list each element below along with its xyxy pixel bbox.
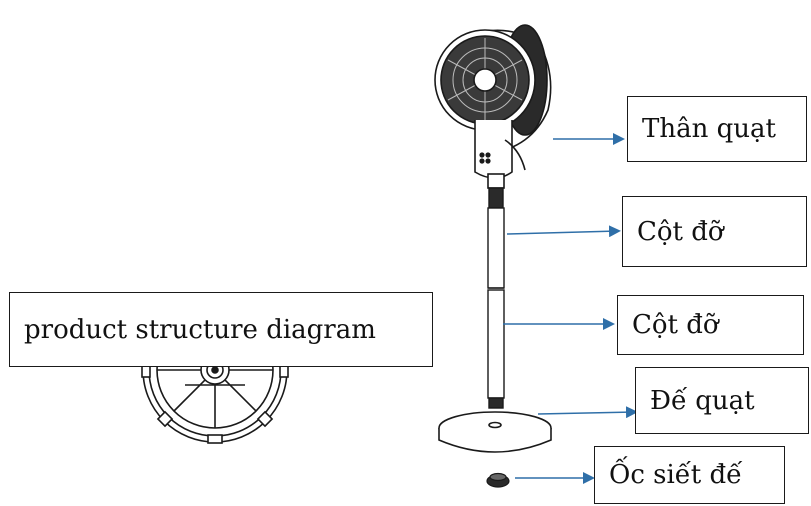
diagram-title-text: product structure diagram: [24, 314, 376, 345]
arrow-cot-do-1: [506, 225, 621, 238]
label-cot-do-lower-text: Cột đỡ: [632, 310, 719, 340]
label-de-quat-text: Đế quạt: [650, 385, 755, 416]
label-than-quat-text: Thân quạt: [642, 114, 776, 144]
label-de-quat: Đế quạt: [635, 367, 809, 434]
diagram-title: product structure diagram: [9, 292, 433, 367]
lower-pole-illustration: [487, 289, 505, 409]
label-oc-siet-de: Ốc siết đế: [594, 446, 785, 504]
label-cot-do-upper-text: Cột đỡ: [637, 216, 724, 247]
fan-head-illustration: [434, 24, 552, 189]
arrow-de-quat: [537, 406, 638, 419]
fan-base-illustration: [438, 411, 552, 453]
label-cot-do-lower: Cột đỡ: [617, 295, 804, 355]
label-cot-do-upper: Cột đỡ: [622, 196, 807, 267]
base-screw-illustration: [486, 472, 510, 488]
label-oc-siet-de-text: Ốc siết đế: [609, 460, 743, 490]
leader-arrows: [503, 133, 638, 484]
upper-pole-illustration: [487, 187, 505, 289]
label-than-quat: Thân quạt: [627, 96, 807, 162]
